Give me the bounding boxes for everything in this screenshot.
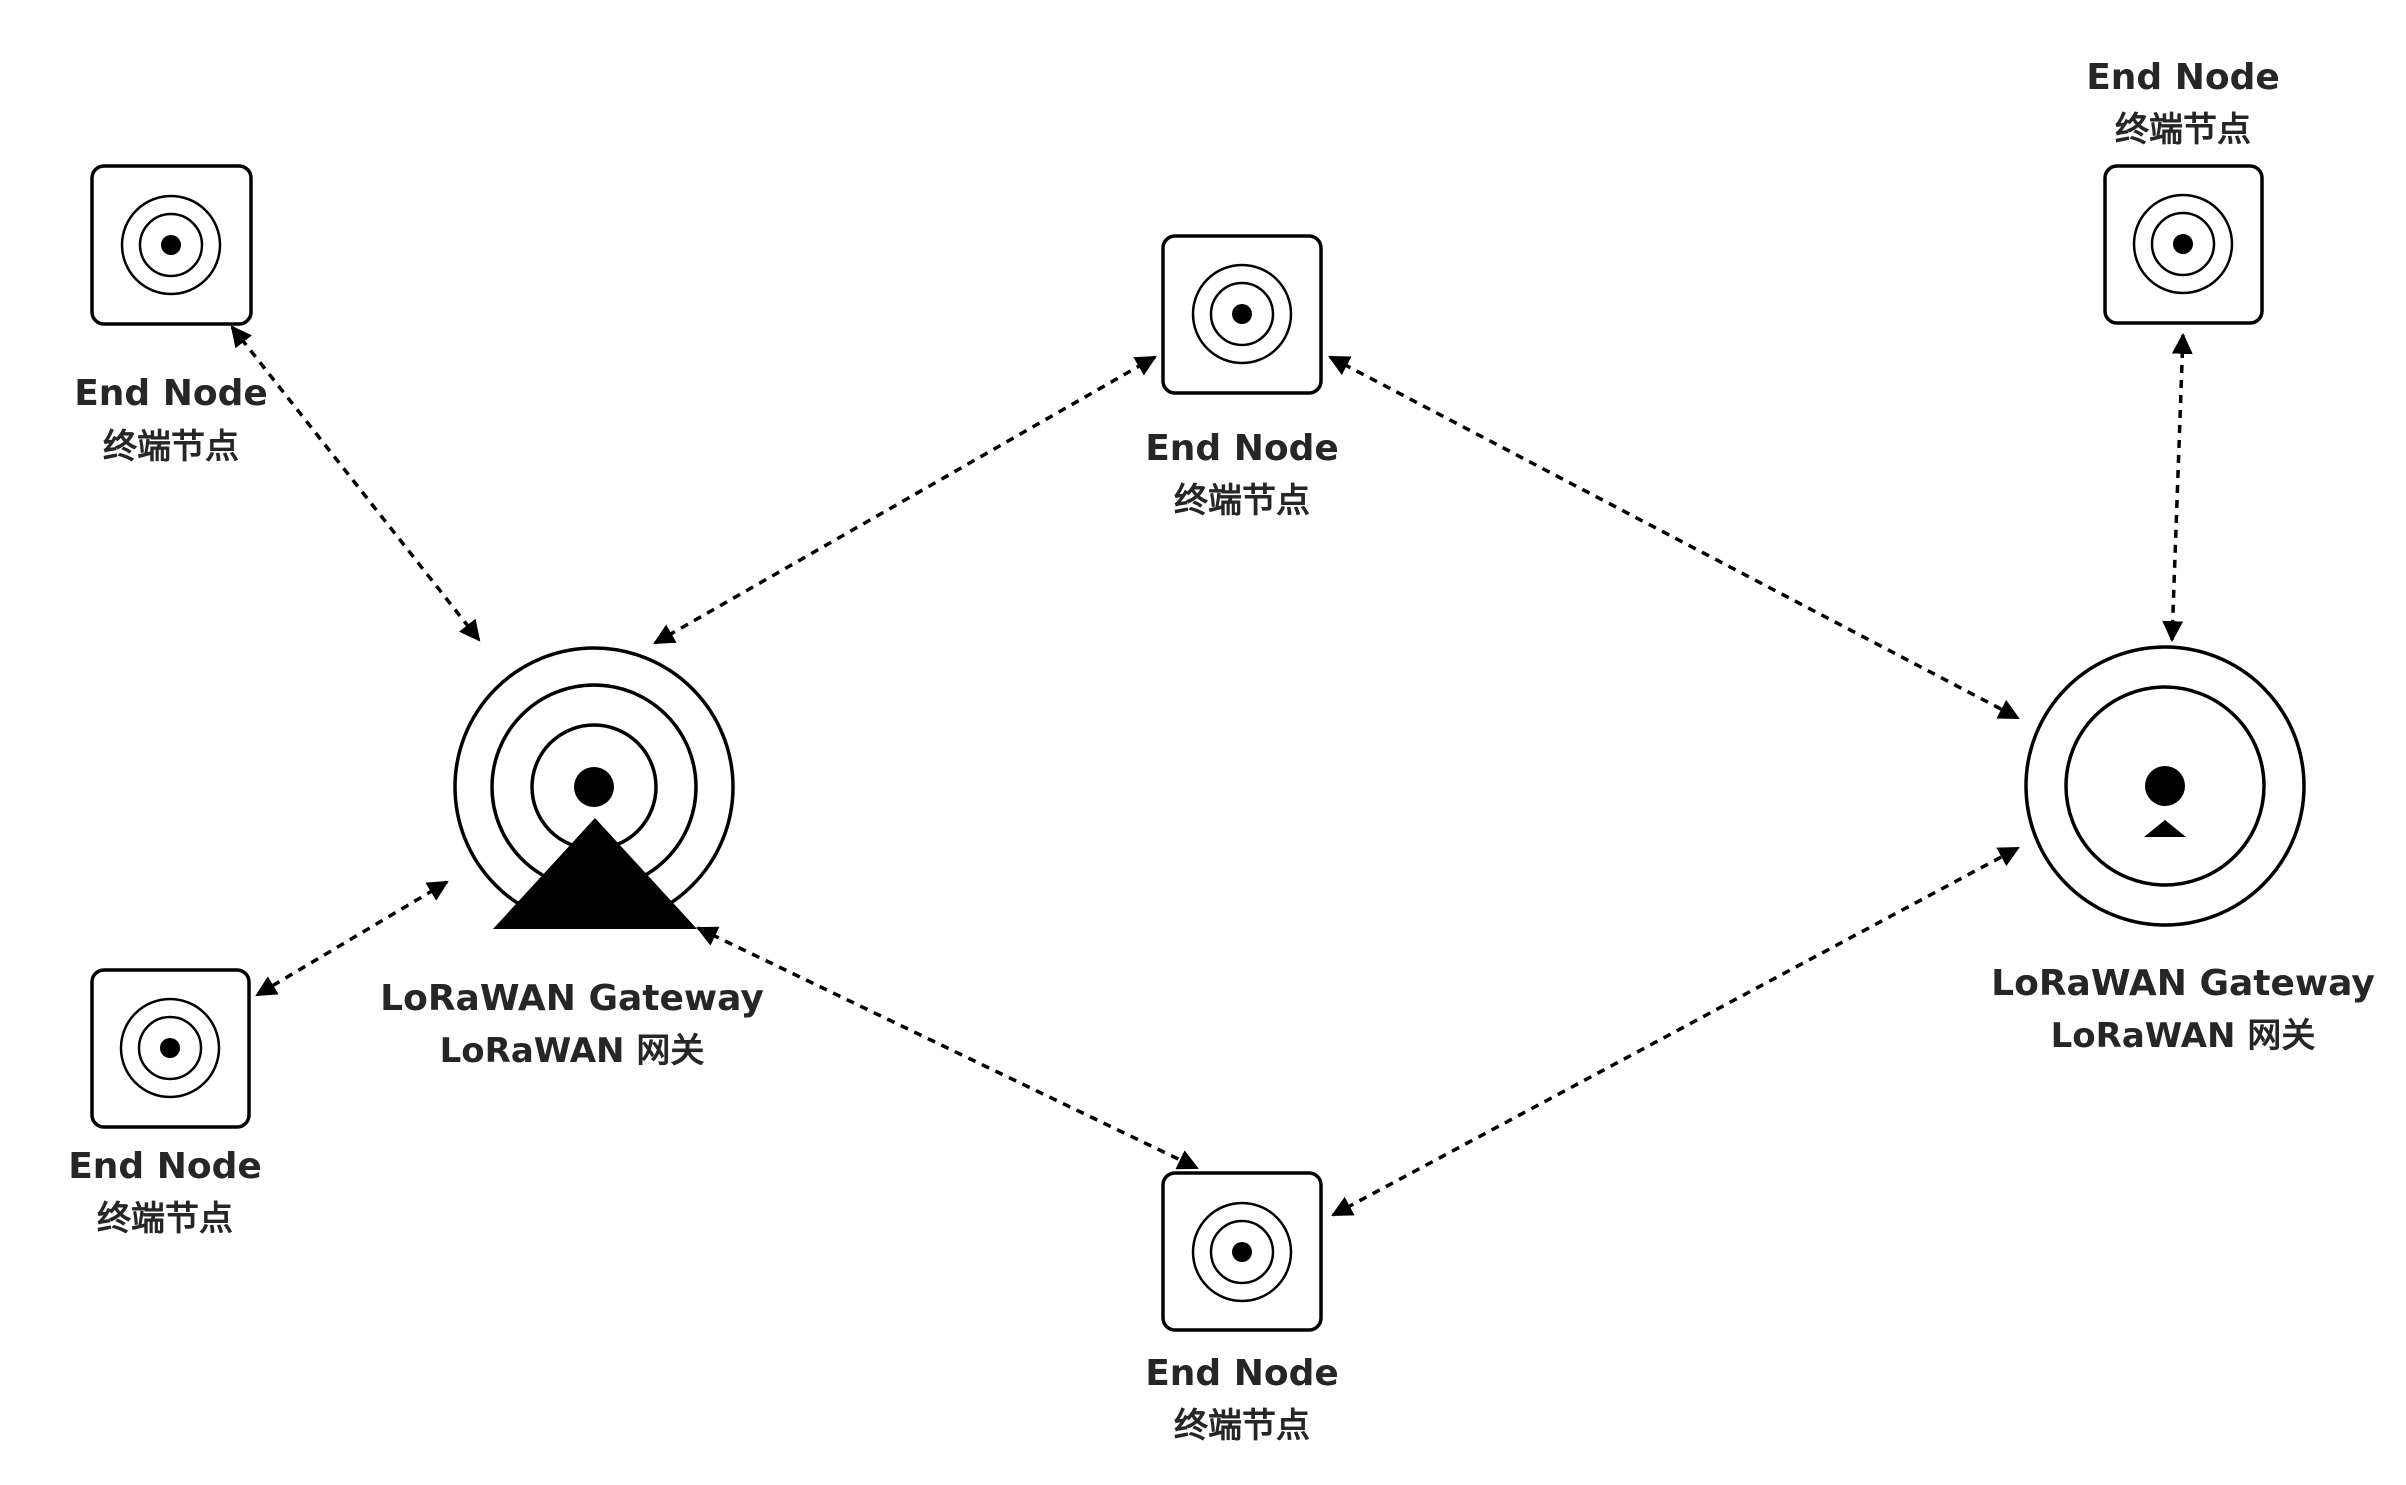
end-node-top-right: End Node 终端节点 [2086,57,2280,325]
gateway-right: LoRaWAN Gateway LoRaWAN 网关 [1991,645,2375,1056]
gateway-user-icon [2024,645,2306,927]
link-left-gateway-to-topcenter-node [653,355,1157,645]
end-node-label-en: End Node [74,373,268,414]
gateway-label-en: LoRaWAN Gateway [1991,963,2375,1004]
end-node-label-cn: 终端节点 [1174,1406,1310,1446]
link-left-gateway-to-bottomcenter-node [696,926,1199,1170]
end-node-bottom-center: End Node 终端节点 [1145,1171,1339,1446]
link-topcenter-node-to-right-gateway [1328,355,2020,720]
gateway-label-en: LoRaWAN Gateway [380,978,764,1019]
links [230,325,2193,1217]
link-topleft-node-to-left-gateway [230,325,481,642]
end-node-icon [90,164,253,326]
end-node-top-center: End Node 终端节点 [1145,234,1339,521]
end-node-icon [1161,1171,1323,1332]
end-node-label-en: End Node [68,1146,262,1187]
end-node-label-cn: 终端节点 [97,1199,233,1239]
end-node-label-cn: 终端节点 [2115,110,2251,150]
gateway-left: LoRaWAN Gateway LoRaWAN 网关 [380,646,764,1071]
end-node-icon [2103,164,2264,325]
link-bottomcenter-node-to-right-gateway [1331,846,2020,1217]
gateway-label-cn: LoRaWAN 网关 [440,1031,705,1071]
end-node-label-en: End Node [1145,428,1339,469]
gateway-label-cn: LoRaWAN 网关 [2051,1016,2316,1056]
link-left-gateway-to-bottomleft-node [255,880,449,997]
end-node-icon [1161,234,1323,395]
end-node-label-cn: 终端节点 [103,427,239,467]
end-node-label-en: End Node [1145,1353,1339,1394]
end-node-label-en: End Node [2086,57,2280,98]
gateway-antenna-icon [453,646,735,929]
end-node-label-cn: 终端节点 [1174,481,1310,521]
link-topright-node-to-right-gateway [2162,332,2193,643]
end-node-top-left: End Node 终端节点 [74,164,268,467]
end-node-bottom-left: End Node 终端节点 [68,968,262,1239]
end-node-icon [90,968,251,1129]
